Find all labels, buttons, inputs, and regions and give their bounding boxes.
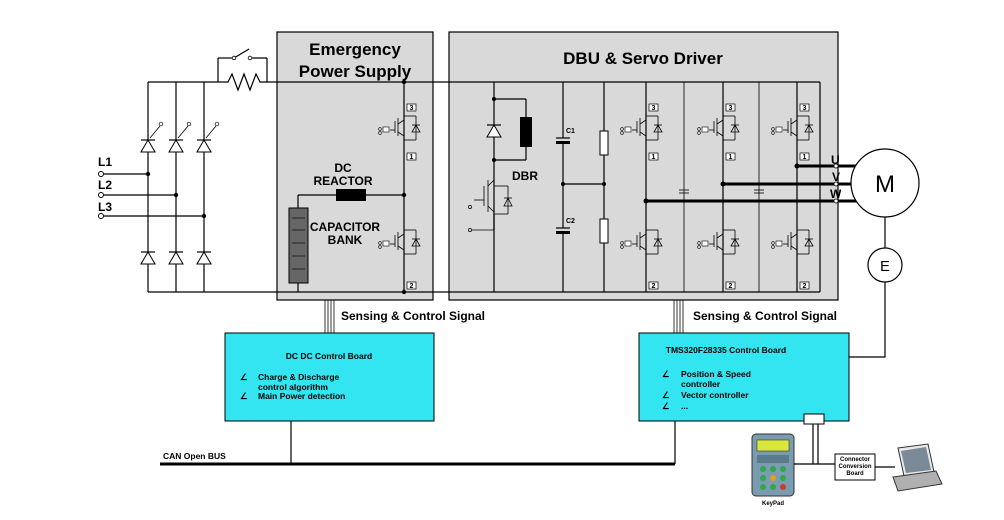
dc-dc-board-title: DC DC Control Board (286, 351, 372, 361)
emergency-title-line2: Power Supply (299, 62, 412, 81)
svg-text:∠: ∠ (662, 369, 670, 379)
keypad (751, 433, 795, 497)
tms-item-4: ... (681, 401, 688, 411)
signal-ribbon-left (324, 300, 335, 333)
output-label-v: V (832, 170, 840, 184)
tms-item-3: Vector controller (681, 390, 749, 400)
output-phases: U V W (643, 153, 858, 204)
dc-dc-control-board (224, 332, 435, 422)
dbr-resistor (520, 117, 532, 147)
input-rectifier (140, 81, 220, 292)
svg-text:1: 1 (803, 154, 807, 161)
svg-text:3: 3 (410, 105, 414, 112)
encoder-label: E (880, 258, 890, 275)
dc-reactor-label-1: DC (334, 161, 352, 175)
converter-label-1: Connector (840, 457, 871, 463)
tms-item-2: controller (681, 379, 721, 389)
svg-text:2: 2 (410, 283, 414, 290)
output-label-u: U (831, 153, 840, 167)
keypad-label: KeyPad (762, 501, 784, 507)
converter-label-2: Conversion (838, 464, 871, 470)
motor-label: M (875, 171, 895, 198)
svg-text:1: 1 (729, 154, 733, 161)
svg-text:∠: ∠ (662, 390, 670, 400)
capacitor-bank-label-2: BANK (328, 233, 363, 247)
tms-control-board (638, 332, 850, 422)
dc-reactor-label-2: REACTOR (313, 174, 372, 188)
emergency-title-line1: Emergency (309, 40, 401, 59)
tms-connector (803, 413, 825, 425)
sensing-label-left: Sensing & Control Signal (341, 309, 485, 323)
dbu-circuit: DBR C1 C2 (468, 82, 814, 292)
signal-ribbon-right (673, 300, 684, 333)
input-lines: L1 L2 L3 (98, 155, 207, 219)
dbr-label: DBR (512, 169, 538, 183)
capacitor-bank-label-1: CAPACITOR (310, 220, 381, 234)
connector-conversion-board (834, 453, 876, 481)
c1-label: C1 (566, 128, 575, 135)
svg-text:2: 2 (803, 283, 807, 290)
converter-label-3: Board (846, 471, 864, 477)
dbu-title: DBU & Servo Driver (563, 49, 723, 68)
emergency-circuit: 3 1 2 DC REACTOR CAPACITOR BANK (288, 79, 421, 295)
svg-text:2: 2 (729, 283, 733, 290)
input-label-l3: L3 (98, 200, 112, 214)
svg-text:2: 2 (652, 283, 656, 290)
svg-text:∠: ∠ (662, 401, 670, 411)
precharge-resistor-switch (217, 48, 268, 92)
input-label-l2: L2 (98, 178, 112, 192)
capacitor-bank (288, 207, 309, 284)
svg-text:∠: ∠ (240, 391, 248, 401)
sensing-label-right: Sensing & Control Signal (693, 309, 837, 323)
svg-text:1: 1 (410, 154, 414, 161)
c2-label: C2 (566, 218, 575, 225)
svg-text:∠: ∠ (240, 372, 248, 382)
output-label-w: W (830, 187, 842, 201)
svg-text:3: 3 (652, 105, 656, 112)
input-label-l1: L1 (98, 155, 112, 169)
svg-text:3: 3 (729, 105, 733, 112)
tms-item-1: Position & Speed (681, 369, 751, 379)
dc-dc-item-3: Main Power detection (258, 391, 345, 401)
dbu-servo-driver-panel (448, 31, 839, 301)
dc-dc-item-2: control algorithm (258, 382, 328, 392)
dc-dc-item-1: Charge & Discharge (258, 372, 340, 382)
can-bus-label: CAN Open BUS (163, 451, 226, 461)
svg-text:3: 3 (803, 105, 807, 112)
laptop-icon (892, 443, 943, 492)
dc-reactor (336, 189, 366, 201)
svg-text:1: 1 (652, 154, 656, 161)
tms-board-title: TMS320F28335 Control Board (666, 345, 786, 355)
